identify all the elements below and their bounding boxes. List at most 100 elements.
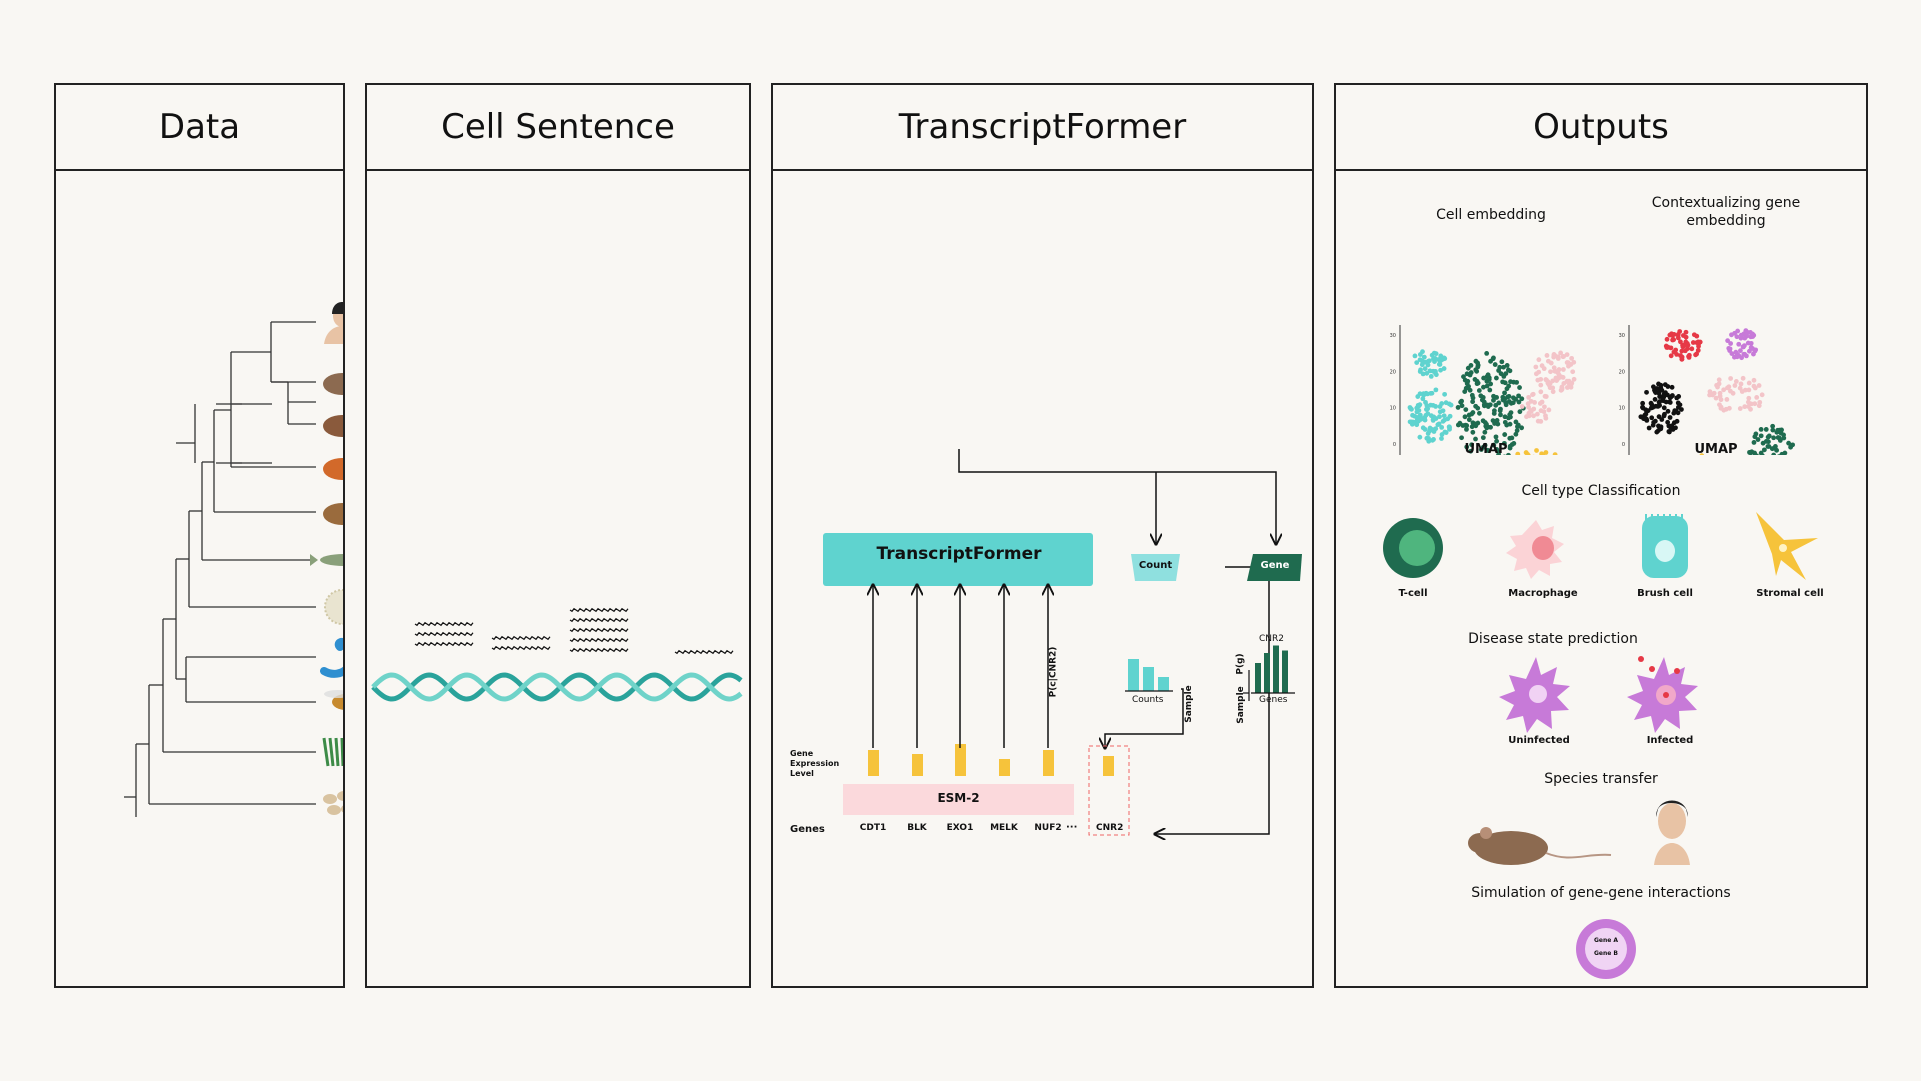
umap-point (1478, 447, 1484, 452)
umap-point (1674, 395, 1680, 401)
umap-point (1539, 399, 1545, 405)
umap-point (1737, 385, 1743, 391)
classification-title: Cell type Classification (1521, 483, 1681, 499)
umap-point (1729, 332, 1734, 338)
umap-point (1417, 352, 1423, 357)
umap-point (1464, 423, 1470, 428)
umap-point (1689, 346, 1695, 352)
gene-ellipsis: ··· (1066, 822, 1078, 833)
umap-point (1491, 393, 1496, 399)
disease-icons (1499, 656, 1698, 733)
infected-cell-icon (1627, 656, 1698, 733)
umap-point (1732, 383, 1738, 388)
umap-point (1484, 378, 1490, 384)
umap-point (1533, 364, 1539, 370)
gene-dist-bar (1255, 663, 1261, 693)
cell-type-icons (1383, 512, 1818, 580)
umap-point (1643, 417, 1649, 422)
umap-point (1513, 431, 1519, 437)
umap-point (1761, 447, 1767, 453)
umap-point (1693, 352, 1699, 358)
umap-point (1725, 385, 1730, 391)
umap-point (1506, 393, 1512, 399)
zebrafish-icon (310, 554, 343, 566)
umap-point (1491, 411, 1497, 416)
umap-point (1538, 389, 1544, 395)
umap-point (1543, 413, 1548, 419)
umap-point (1440, 418, 1446, 424)
umap-point (1713, 395, 1719, 401)
umap-point (1543, 450, 1549, 455)
count-dist-bar (1158, 677, 1169, 691)
umap-ytick: 0 (1393, 442, 1396, 448)
umap-point (1467, 372, 1473, 378)
umap-point (1538, 408, 1544, 414)
human-icon (324, 302, 343, 344)
umap-point (1473, 358, 1479, 364)
expression-label-2: Expression (790, 759, 840, 768)
umap-point (1495, 421, 1501, 427)
cell-sentence-title: Cell Sentence (367, 85, 749, 171)
umap-point (1433, 387, 1439, 393)
umap-point (1433, 426, 1439, 432)
umap-point (1666, 429, 1672, 434)
umap-point (1431, 437, 1436, 442)
umap-point (1427, 428, 1432, 434)
umap-point (1738, 381, 1744, 387)
umap-point (1519, 404, 1525, 409)
umap-point (1534, 411, 1540, 417)
umap-point (1476, 388, 1482, 393)
umap-point (1511, 441, 1517, 446)
gene-dist-ylabel: P(g) (1235, 653, 1246, 675)
umap-point (1672, 408, 1678, 414)
token-squiggle (569, 627, 629, 633)
umap-point (1494, 418, 1500, 423)
umap-point (1668, 353, 1674, 359)
umap-point (1466, 417, 1472, 423)
umap-point (1422, 417, 1428, 423)
umap-point (1657, 399, 1663, 404)
umap-point (1755, 437, 1761, 442)
yeast-icon (323, 791, 343, 815)
umap-point (1441, 413, 1447, 419)
umap-point (1758, 427, 1764, 432)
umap-point (1535, 418, 1541, 424)
umap-point (1748, 334, 1754, 340)
umap-point (1716, 377, 1722, 383)
umap-point (1424, 370, 1430, 376)
umap-point (1499, 359, 1505, 365)
umap-point (1654, 386, 1660, 391)
umap-point (1496, 400, 1502, 406)
umap-point (1570, 369, 1576, 375)
umap-point (1516, 393, 1521, 399)
umap-point (1564, 352, 1570, 357)
umap-point (1517, 385, 1522, 390)
umap-point (1653, 390, 1659, 396)
umap-point (1461, 374, 1466, 380)
esm2-block (843, 784, 1074, 815)
gene-label: CDT1 (859, 823, 887, 833)
umap-point (1738, 348, 1743, 354)
umap-point (1464, 444, 1470, 450)
gene-interaction-icon (1576, 919, 1636, 979)
umap-point (1651, 420, 1657, 425)
umap-point (1661, 405, 1667, 411)
umap-point (1490, 418, 1496, 424)
umap-point (1646, 425, 1652, 431)
worm-icon (320, 637, 343, 678)
umap-point (1497, 364, 1503, 370)
umap-point (1487, 387, 1493, 393)
umap-point (1470, 399, 1476, 405)
umap-point (1502, 419, 1508, 425)
umap-point (1659, 387, 1665, 393)
umap-point (1670, 336, 1676, 342)
umap-point (1678, 339, 1683, 345)
umap-point (1742, 387, 1748, 393)
umap-point (1569, 380, 1575, 386)
umap-point (1766, 433, 1772, 439)
dna-helix (371, 607, 743, 702)
umap-point (1665, 419, 1671, 425)
umap-point (1746, 395, 1752, 401)
umap-point (1686, 355, 1692, 360)
